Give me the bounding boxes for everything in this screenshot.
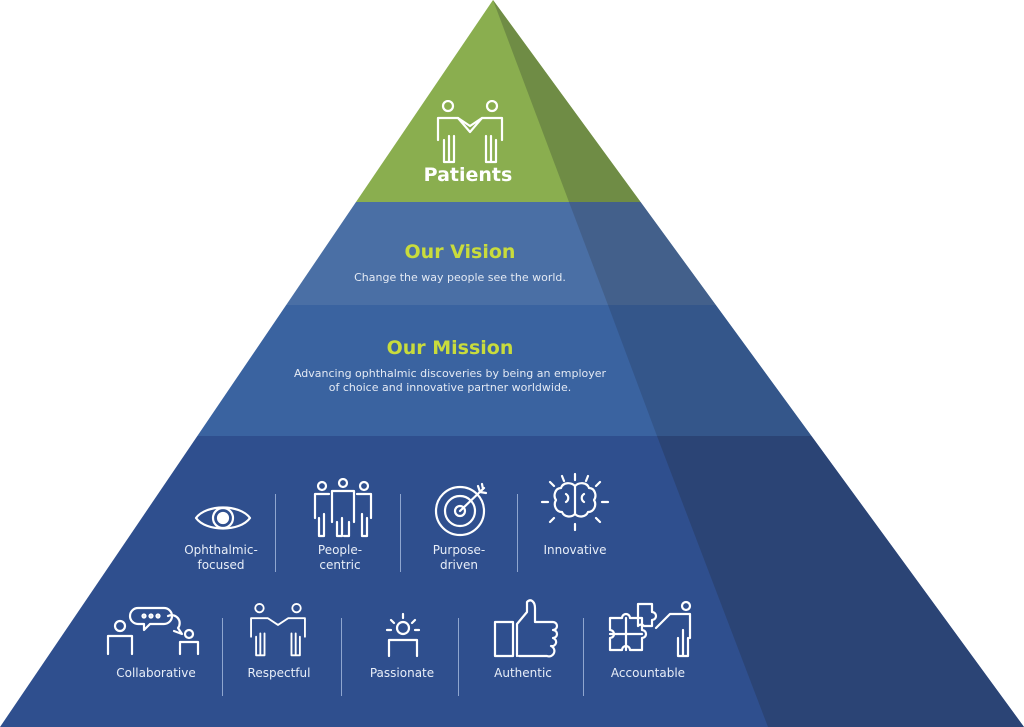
value-collaborative: Collaborative: [116, 666, 196, 680]
chat-people-icon: [106, 604, 202, 660]
value-accountable: Accountable: [610, 666, 686, 680]
thumbs-up-icon: [493, 598, 559, 662]
patients-label: Patients: [423, 164, 513, 186]
value-passionate: Passionate: [369, 666, 435, 680]
vision-title: Our Vision: [404, 241, 516, 263]
eye-icon: [194, 500, 252, 540]
divider: [275, 494, 276, 572]
shade-patients: [493, 0, 1024, 202]
mission-title: Our Mission: [386, 337, 514, 359]
divider: [222, 618, 223, 696]
mission-text-line1: Advancing ophthalmic discoveries by bein…: [293, 367, 607, 380]
value-purpose-driven: Purpose-driven: [432, 543, 486, 572]
divider: [341, 618, 342, 696]
brain-icon: [540, 472, 610, 536]
value-people-centric: People-centric: [317, 543, 363, 572]
puzzle-person-icon: [608, 600, 696, 662]
group-icon: [312, 477, 374, 542]
target-icon: [432, 482, 492, 542]
divider: [517, 494, 518, 572]
divider: [583, 618, 584, 696]
handshake-people-icon: [432, 99, 508, 168]
handshake-icon: [246, 602, 310, 662]
bright-person-icon: [385, 612, 421, 662]
shade-mission: [608, 305, 1024, 436]
mission-text-line2: of choice and innovative partner worldwi…: [328, 381, 572, 394]
value-respectful: Respectful: [247, 666, 311, 680]
divider: [458, 618, 459, 696]
shade-vision: [569, 202, 1024, 305]
vision-text: Change the way people see the world.: [354, 271, 566, 284]
value-ophthalmic-focused: Ophthalmic-focused: [184, 543, 258, 572]
value-authentic: Authentic: [494, 666, 552, 680]
value-innovative: Innovative: [543, 543, 607, 557]
divider: [400, 494, 401, 572]
